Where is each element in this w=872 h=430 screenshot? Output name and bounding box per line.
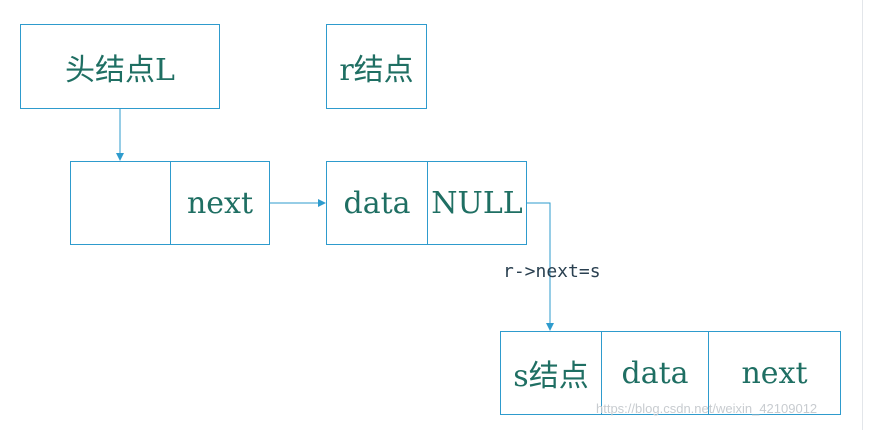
first-list-node: next [70, 161, 270, 245]
page-divider-line [862, 0, 863, 430]
arrow-second-to-s [527, 202, 554, 331]
s-node-label-cell: s结点 [513, 359, 589, 394]
s-node-next-cell: next [708, 332, 840, 414]
first-node-data-cell [71, 162, 170, 244]
r-node-label: r结点 [339, 52, 414, 88]
second-node-next-cell: NULL [427, 162, 526, 244]
head-node-label: 头结点L [65, 52, 175, 88]
first-node-next-cell: next [170, 162, 269, 244]
r-node: r结点 [326, 24, 427, 109]
edge-label: r->next=s [503, 261, 601, 282]
second-node-data-cell: data [343, 185, 411, 221]
watermark-text: https://blog.csdn.net/weixin_42109012 [596, 401, 818, 416]
head-node: 头结点L [20, 24, 220, 109]
second-list-node: data NULL [326, 161, 527, 245]
s-node: s结点 data next [500, 331, 841, 415]
s-node-data-cell: data [601, 332, 708, 414]
